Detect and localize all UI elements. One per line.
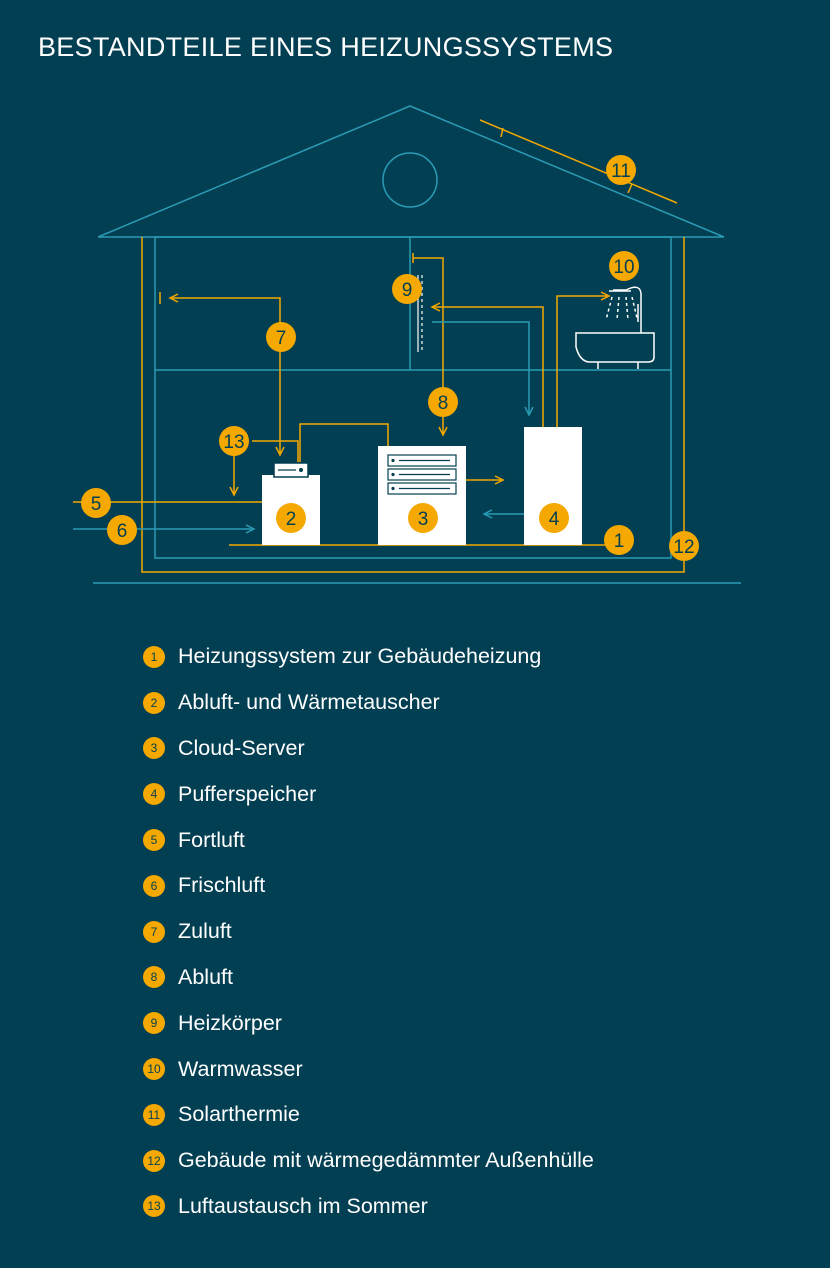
- badge-4: 4: [539, 503, 569, 533]
- legend-item: 10 Warmwasser: [143, 1046, 594, 1092]
- legend-badge: 12: [143, 1149, 165, 1172]
- legend-badge: 10: [143, 1058, 165, 1081]
- legend-badge: 7: [143, 920, 165, 943]
- badge-5: 5: [81, 488, 111, 518]
- svg-text:8: 8: [438, 393, 449, 414]
- legend-item: 7 Zuluft: [143, 909, 594, 955]
- svg-text:5: 5: [91, 494, 102, 515]
- legend-badge: 11: [143, 1103, 165, 1126]
- legend-badge: 9: [143, 1012, 165, 1035]
- svg-text:4: 4: [549, 509, 560, 530]
- house-outline: [93, 105, 741, 584]
- svg-text:2: 2: [286, 509, 297, 530]
- bathtub-icon: [575, 286, 655, 369]
- blue-pipes: [73, 321, 534, 534]
- legend-label: Gebäude mit wärmegedämmter Außenhülle: [178, 1148, 594, 1173]
- svg-text:6: 6: [117, 521, 128, 542]
- legend-item: 5 Fortluft: [143, 817, 594, 863]
- legend-item: 2 Abluft- und Wärmetauscher: [143, 680, 594, 726]
- badge-9: 9: [392, 274, 422, 304]
- badge-1: 1: [604, 525, 634, 555]
- roof: [97, 105, 725, 238]
- legend-label: Heizungssystem zur Gebäudeheizung: [178, 644, 542, 669]
- badge-8: 8: [428, 387, 458, 417]
- legend-badge: 4: [143, 783, 165, 806]
- legend-item: 11 Solarthermie: [143, 1092, 594, 1138]
- insulated-envelope: [141, 237, 685, 573]
- svg-text:1: 1: [614, 531, 625, 552]
- legend-item: 9 Heizkörper: [143, 1000, 594, 1046]
- badge-7: 7: [266, 322, 296, 352]
- legend-label: Pufferspeicher: [178, 781, 317, 806]
- svg-text:13: 13: [223, 432, 244, 453]
- svg-text:11: 11: [611, 161, 631, 182]
- legend-badge: 13: [143, 1195, 165, 1218]
- legend-badge: 1: [143, 645, 165, 668]
- svg-text:10: 10: [613, 257, 634, 278]
- badge-13: 13: [219, 426, 249, 456]
- legend-label: Luftaustausch im Sommer: [178, 1193, 428, 1218]
- legend-badge: 8: [143, 966, 165, 989]
- legend-item: 6 Frischluft: [143, 863, 594, 909]
- legend-label: Warmwasser: [178, 1056, 303, 1081]
- badge-6: 6: [107, 515, 137, 545]
- legend-label: Frischluft: [178, 873, 266, 898]
- legend-badge: 3: [143, 737, 165, 760]
- badge-12: 12: [669, 531, 699, 561]
- svg-text:9: 9: [402, 280, 413, 301]
- legend-label: Solarthermie: [178, 1102, 300, 1127]
- legend-label: Zuluft: [178, 919, 232, 944]
- legend-label: Fortluft: [178, 827, 245, 852]
- legend-item: 13 Luftaustausch im Sommer: [143, 1184, 594, 1230]
- badge-11: 11: [606, 155, 636, 185]
- legend-item: 3 Cloud-Server: [143, 726, 594, 772]
- solar-collector: [479, 119, 678, 204]
- legend-badge: 2: [143, 691, 165, 714]
- legend-item: 4 Pufferspeicher: [143, 771, 594, 817]
- svg-text:7: 7: [276, 328, 287, 349]
- attic-window: [382, 152, 438, 208]
- heating-system-diagram: 1 2 3 4 5 6 7 8 9 10 11 12 13: [73, 105, 741, 584]
- legend-badge: 6: [143, 874, 165, 897]
- svg-text:3: 3: [418, 509, 429, 530]
- legend-item: 1 Heizungssystem zur Gebäudeheizung: [143, 634, 594, 680]
- inner-wall: [154, 236, 672, 559]
- badge-3: 3: [408, 503, 438, 533]
- legend-label: Abluft- und Wärmetauscher: [178, 690, 440, 715]
- svg-text:12: 12: [673, 537, 694, 558]
- legend-item: 8 Abluft: [143, 955, 594, 1001]
- badge-2: 2: [276, 503, 306, 533]
- legend-badge: 5: [143, 829, 165, 852]
- legend-label: Abluft: [178, 964, 233, 989]
- page-title: BESTANDTEILE EINES HEIZUNGSSYSTEMS: [38, 32, 614, 62]
- badge-10: 10: [609, 251, 639, 281]
- legend-label: Heizkörper: [178, 1010, 282, 1035]
- legend-label: Cloud-Server: [178, 735, 305, 760]
- legend-item: 12 Gebäude mit wärmegedämmter Außenhülle: [143, 1138, 594, 1184]
